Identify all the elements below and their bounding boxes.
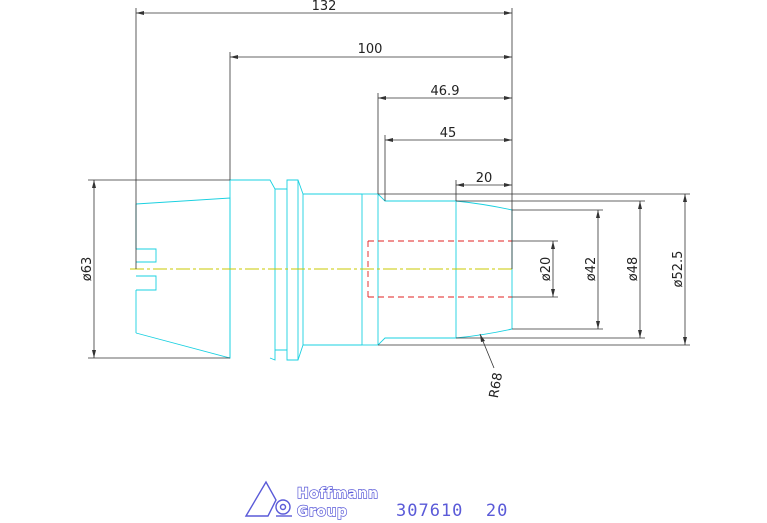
dim-46-9-label: 46.9 — [431, 84, 460, 99]
dim-dia-52-5-label: ø52.5 — [671, 251, 686, 288]
dim-20-label: 20 — [476, 171, 493, 186]
dim-132-label: 132 — [312, 0, 337, 14]
dimension-arrows — [92, 11, 687, 358]
part-outline — [135, 179, 513, 361]
logo-line-1: Hoffmann — [297, 486, 379, 502]
dim-45-label: 45 — [440, 126, 457, 141]
dim-dia-48-label: ø48 — [626, 257, 641, 282]
logo-line-2: Group — [297, 504, 348, 520]
dimension-lines — [88, 8, 690, 369]
part-number: 307610 20 — [396, 501, 508, 521]
dim-radius-label: R68 — [487, 371, 506, 399]
hidden-bore — [367, 240, 512, 298]
dim-100-label: 100 — [358, 42, 383, 57]
dim-dia-20-label: ø20 — [539, 257, 554, 282]
dim-dia-42-label: ø42 — [584, 257, 599, 282]
logo-mark-icon — [244, 480, 292, 517]
hoffmann-logo: Hoffmann Group — [244, 480, 379, 521]
dim-dia-63-label: ø63 — [80, 257, 95, 282]
